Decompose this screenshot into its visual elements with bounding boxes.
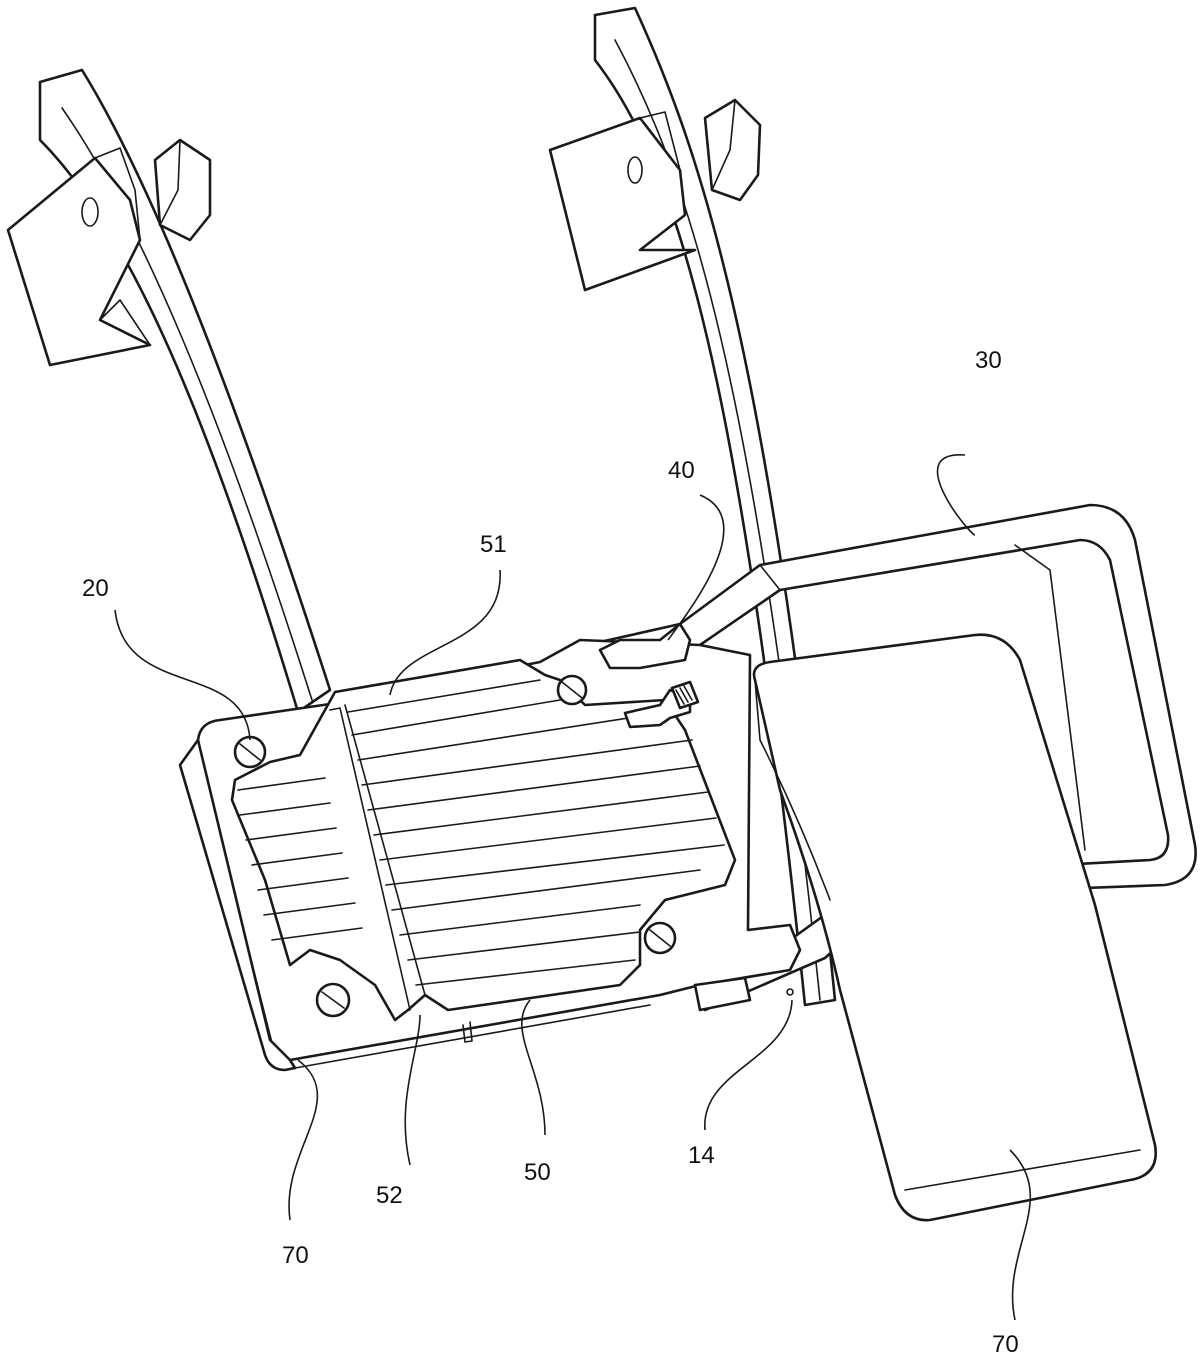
right-hinge-block [703, 98, 762, 202]
label-52: 52 [376, 1182, 403, 1209]
left-mounting-bracket [6, 138, 212, 367]
label-40: 40 [668, 457, 695, 484]
label-30: 30 [975, 347, 1002, 374]
right-bracket-hole [627, 156, 643, 184]
right-pad [752, 633, 1158, 1222]
reference-labels: 30 40 51 20 14 50 52 70 70 [82, 347, 1019, 1358]
spring-pin [670, 680, 700, 710]
screws [233, 674, 677, 1018]
right-mounting-bracket [548, 98, 762, 292]
fins-left [237, 777, 363, 941]
left-bracket-hole [81, 197, 99, 227]
spring-pin-assembly [598, 622, 700, 729]
label-70-right: 70 [992, 1331, 1019, 1358]
screw-bottom-left [315, 982, 351, 1018]
leader-lines [114, 454, 1031, 1321]
left-hinge-block [153, 138, 212, 242]
finned-cover [230, 658, 737, 1022]
label-50: 50 [524, 1159, 551, 1186]
screw-bottom-right [643, 921, 677, 955]
label-20: 20 [82, 575, 109, 602]
label-14: 14 [688, 1142, 715, 1169]
label-70-left: 70 [282, 1242, 309, 1269]
screw-top-middle [556, 674, 588, 706]
fins-right [347, 679, 725, 986]
base-tab [693, 976, 794, 1012]
label-51: 51 [480, 531, 507, 558]
screw-top-left [233, 735, 267, 769]
